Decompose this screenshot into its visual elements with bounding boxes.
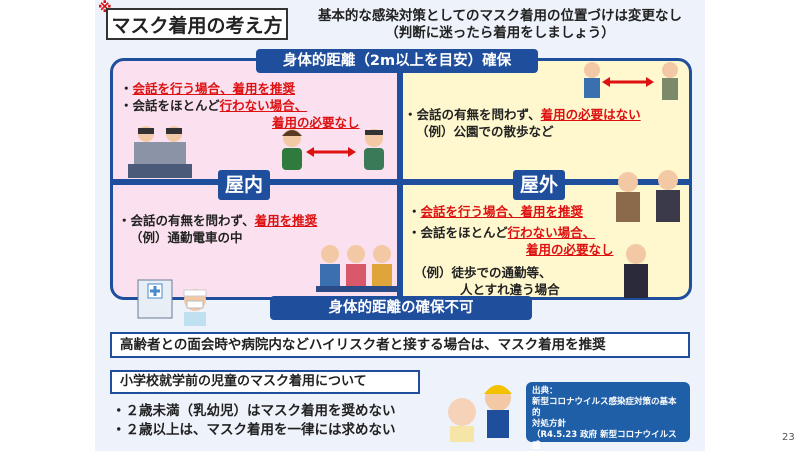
walkers-illustration: [584, 62, 678, 100]
q4-line-3: 着用の必要なし: [526, 242, 614, 257]
source-line-4: 染症対策本部 決定）: [532, 452, 612, 462]
train-passengers-illustration: [316, 245, 398, 292]
source-label: 出典：: [532, 386, 558, 396]
source-box: 出典： 新型コロナウイルス感染症対策の基本的 対処方針 （R4.5.23 政府 …: [526, 382, 690, 462]
q2-line-2: （例）公園での散歩など: [416, 124, 554, 139]
outdoor-distance-text: ・会話の有無を問わず、着用の必要はない （例）公園での散歩など: [404, 106, 694, 140]
seated-people-illustration: [282, 129, 384, 170]
masked-nurse-illustration: [183, 289, 207, 326]
children-line-2: ・２歳以上は、マスク着用を一律には求めない: [112, 422, 396, 438]
indoor-distance-text: ・会話を行う場合、着用を推奨 ・会話をほとんど行わない場合、 着用の必要なし: [120, 80, 380, 131]
high-risk-box: 高齢者との面会時や病院内などハイリスク者と接する場合は、マスク着用を推奨: [110, 332, 690, 358]
q2-line-1: ・会話の有無を問わず、着用の必要はない: [404, 107, 641, 122]
q4-line-4: （例）徒歩での通勤等、: [414, 265, 552, 280]
q3-line-1: ・会話の有無を問わず、着用を推奨: [118, 213, 318, 228]
children-text: ・２歳未満（乳幼児）はマスク着用を奨めない ・２歳以上は、マスク着用を一律には求…: [112, 402, 452, 440]
q4-line-1: ・会話を行う場合、着用を推奨: [408, 204, 584, 219]
subtitle-line-2: （判断に迷ったら着用をしましょう）: [385, 25, 615, 41]
children-line-1: ・２歳未満（乳幼児）はマスク着用を奨めない: [112, 403, 396, 419]
source-line-3: （R4.5.23 政府 新型コロナウイルス感: [532, 430, 677, 451]
q3-line-2: （例）通勤電車の中: [130, 230, 243, 245]
children-heading: 小学校就学前の児童のマスク着用について: [110, 370, 420, 394]
source-line-1: 新型コロナウイルス感染症対策の基本的: [532, 397, 677, 418]
indoor-no-distance-text: ・会話の有無を問わず、着用を推奨 （例）通勤電車の中: [118, 212, 388, 246]
page-title: マスク着用の考え方: [106, 8, 288, 40]
conversation-table-illustration: [128, 126, 192, 178]
page-number: 23: [782, 432, 795, 443]
subtitle-line-1: 基本的な感染対策としてのマスク着用の位置づけは変更なし: [317, 8, 683, 24]
outdoor-no-distance-text: ・会話を行う場合、着用を推奨 ・会話をほとんど行わない場合、 着用の必要なし （…: [408, 203, 668, 298]
top-band: 身体的距離（2m以上を目安）確保: [256, 49, 538, 73]
q1-line-2: ・会話をほとんど行わない場合、: [120, 98, 308, 113]
q4-line-2: ・会話をほとんど行わない場合、: [408, 225, 596, 240]
hospital-icon: [137, 279, 173, 319]
outdoor-label: 屋外: [513, 170, 565, 200]
source-line-2: 対処方針: [532, 419, 567, 429]
page-subtitle: 基本的な感染対策としてのマスク着用の位置づけは変更なし （判断に迷ったら着用をし…: [300, 8, 700, 42]
q1-line-1: ・会話を行う場合、着用を推奨: [120, 81, 296, 96]
indoor-label: 屋内: [218, 170, 270, 200]
q1-line-3: 着用の必要なし: [272, 115, 360, 130]
q4-line-5: 人とすれ違う場合: [460, 282, 560, 297]
outdoor-pedestrians-illustration: [616, 170, 680, 298]
children-illustration: [448, 385, 512, 442]
bottom-band: 身体的距離の確保不可: [270, 296, 532, 320]
